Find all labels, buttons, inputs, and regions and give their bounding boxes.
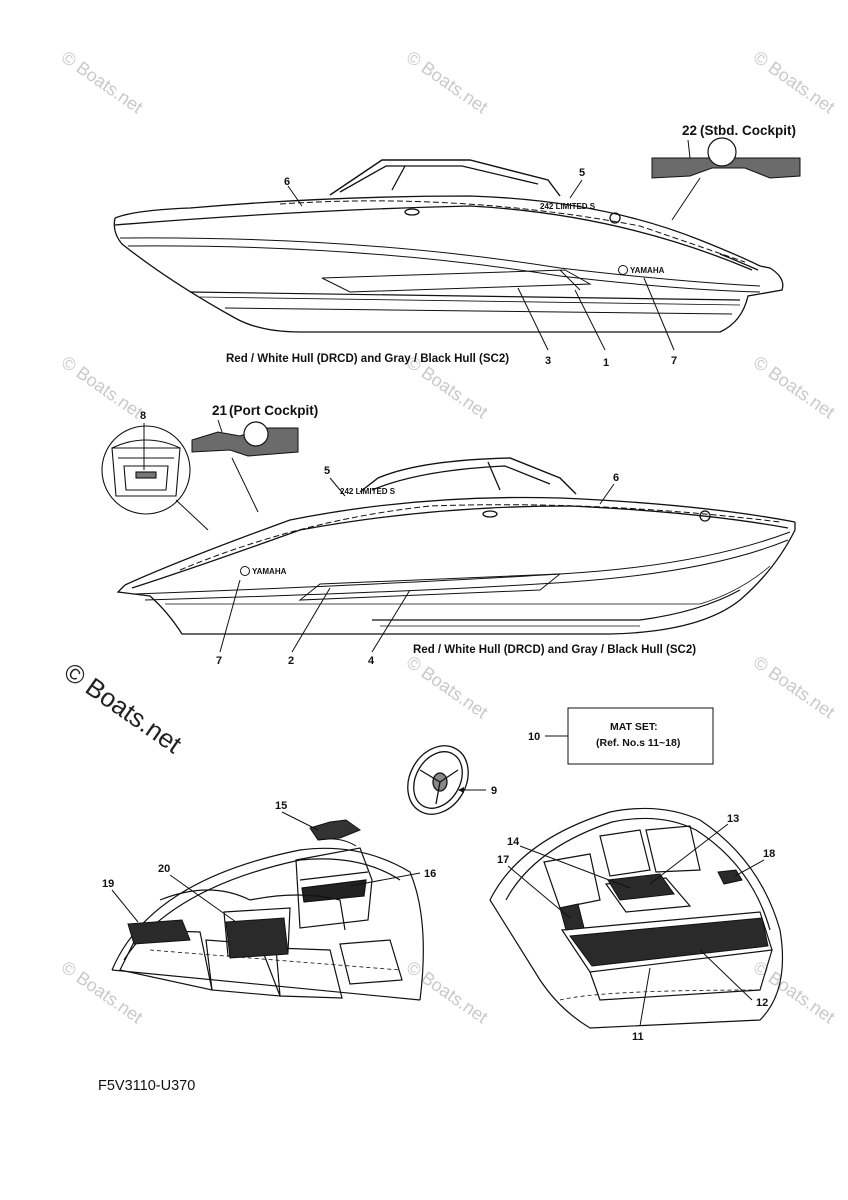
mat-17-icon [559, 903, 585, 931]
callout-2: 2 [288, 655, 294, 667]
stbd-cockpit-number: 22 [682, 123, 697, 138]
callout-7: 7 [216, 655, 222, 667]
callout-1: 1 [603, 357, 609, 369]
stbd-leaders [287, 179, 675, 351]
watermark: © Boats.net [58, 957, 147, 1027]
stbd-cockpit-label: (Stbd. Cockpit) [700, 123, 796, 138]
bow-leaders [111, 811, 421, 923]
mat-18-icon [717, 869, 743, 885]
caption-starboard-hull: Red / White Hull (DRCD) and Gray / Black… [226, 353, 509, 365]
boat-hull-port-icon [116, 457, 796, 635]
port-leaders [219, 477, 615, 653]
callout-6: 6 [284, 176, 290, 188]
callout-16: 16 [424, 868, 436, 880]
mat-20-icon [225, 917, 289, 959]
watermark: © Boats.net [403, 652, 492, 722]
callout-6: 6 [613, 472, 619, 484]
callout-3: 3 [545, 355, 551, 367]
callout-4: 4 [368, 655, 375, 667]
yamaha-logo: YAMAHA [618, 265, 665, 275]
stbd-cockpit-decal-icon [651, 137, 801, 179]
callout-17: 17 [497, 854, 509, 866]
boat-hull-starboard-icon [113, 159, 784, 333]
watermark-large: © Boats.net [59, 656, 188, 759]
callout-12: 12 [756, 997, 768, 1009]
model-badge: 242 LIMITED S [340, 487, 396, 496]
callout-5: 5 [324, 465, 330, 477]
callout-20: 20 [158, 863, 170, 875]
watermark: © Boats.net [58, 352, 147, 422]
mat-set-refs: (Ref. No.s 11~18) [596, 737, 680, 749]
callout-11: 11 [632, 1031, 644, 1043]
callout-5: 5 [579, 167, 585, 179]
mat-13-icon [607, 873, 675, 901]
port-cockpit-label: (Port Cockpit) [229, 403, 318, 418]
port-cockpit-number: 21 [212, 403, 228, 418]
part-number: F5V3110-U370 [98, 1078, 195, 1094]
mat-19-icon [127, 919, 191, 945]
steering-wheel-icon [407, 745, 469, 815]
port-cockpit-decal-icon [191, 421, 299, 457]
watermark: © Boats.net [58, 47, 147, 117]
callout-10: 10 [528, 731, 540, 743]
callout-7: 7 [671, 355, 677, 367]
watermark: © Boats.net [403, 47, 492, 117]
watermark: © Boats.net [403, 957, 492, 1027]
mat-11-12-icon [569, 917, 769, 967]
callout-8: 8 [140, 410, 146, 422]
watermark: © Boats.net [750, 352, 839, 422]
callout-15: 15 [275, 800, 287, 812]
cockpit-stern-view-icon [489, 807, 784, 1029]
model-badge: 242 LIMITED S [540, 202, 596, 211]
transom-detail-icon [101, 425, 191, 515]
watermark: © Boats.net [750, 47, 839, 117]
brand-logo-text: YAMAHA [252, 567, 287, 576]
stern-leaders [507, 823, 765, 1027]
callout-18: 18 [763, 848, 775, 860]
mat-set-title: MAT SET: [610, 721, 658, 733]
callout-14: 14 [507, 836, 520, 848]
callout-13: 13 [727, 813, 739, 825]
callout-19: 19 [102, 878, 114, 890]
watermarks: © Boats.net © Boats.net © Boats.net © Bo… [58, 47, 839, 1027]
watermark: © Boats.net [750, 652, 839, 722]
brand-logo-text: YAMAHA [630, 266, 665, 275]
mat-set-box [567, 707, 714, 765]
yamaha-logo: YAMAHA [240, 566, 287, 576]
caption-port-hull: Red / White Hull (DRCD) and Gray / Black… [413, 644, 696, 656]
callout-9: 9 [491, 785, 497, 797]
